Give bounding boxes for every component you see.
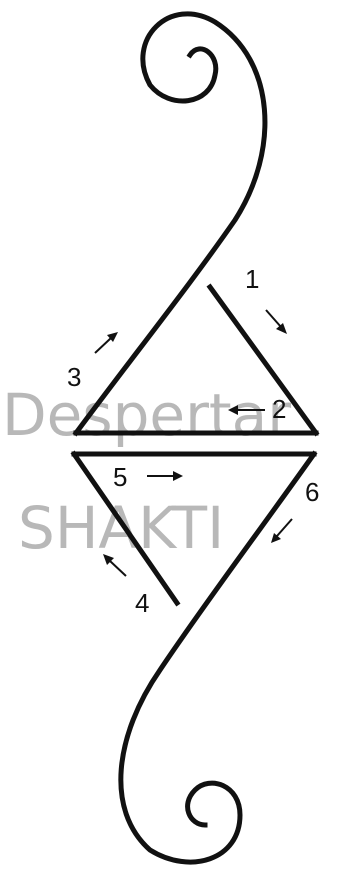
step-number-4: 4	[135, 588, 149, 618]
arrow-step-5-icon	[147, 471, 183, 481]
step-number-5: 5	[113, 462, 127, 492]
top-spiral-stroke	[76, 14, 265, 433]
arrow-step-3-icon	[95, 332, 118, 353]
step-number-1: 1	[245, 264, 259, 294]
arrow-step-6-icon	[271, 519, 292, 543]
step-number-6: 6	[305, 477, 319, 507]
step-number-2: 2	[272, 394, 286, 424]
step-number-3: 3	[67, 362, 81, 392]
arrow-step-1-icon	[266, 310, 287, 334]
watermark-line-1: Despertar	[2, 381, 291, 449]
watermark-line-2: SHAKTI	[18, 494, 224, 562]
